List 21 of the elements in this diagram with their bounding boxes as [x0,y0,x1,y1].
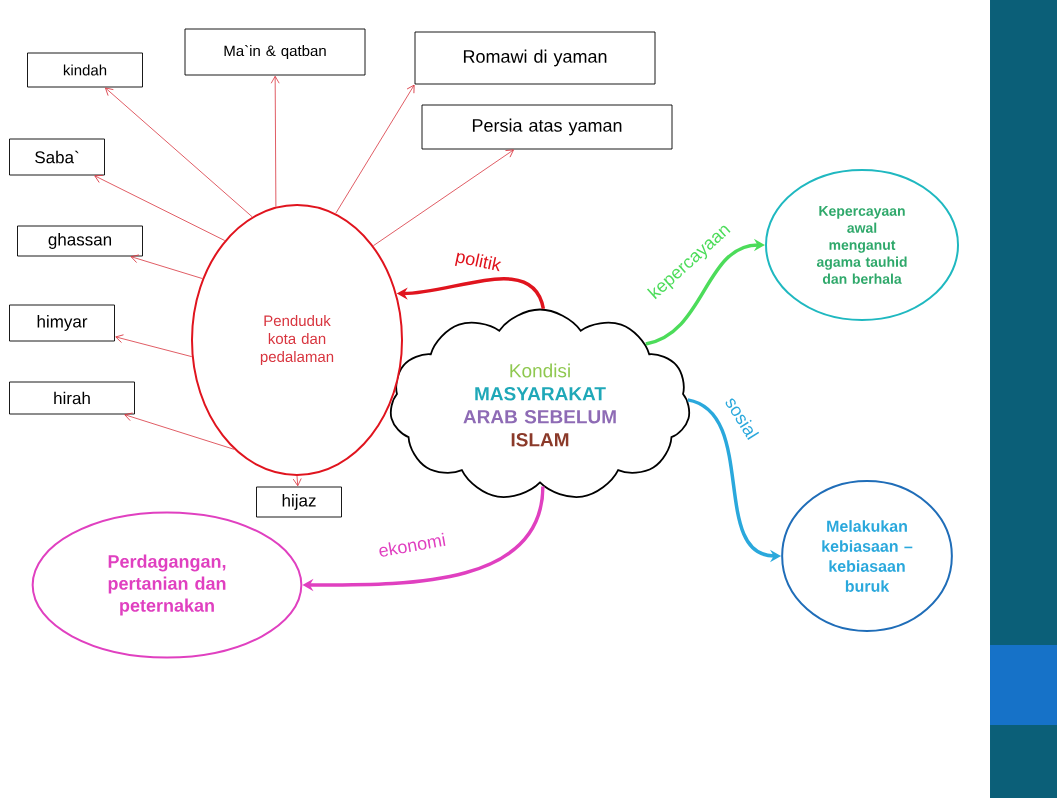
label-box: ghassan [17,225,143,257]
label-box: Persia atas yaman [421,104,673,150]
label-box: hijaz [256,486,342,518]
arrow [105,87,253,218]
label-box: Ma`in & qatban [184,28,366,76]
arrow [270,75,280,208]
arrow [292,475,302,487]
arrow [373,149,514,247]
label-box: Saba` [9,138,105,176]
label-box: himyar [9,304,115,342]
arrow [124,412,235,450]
arrow [94,174,226,241]
label-box: hirah [9,381,135,415]
label-box: kindah [27,52,143,88]
label-box: Romawi di yaman [414,31,656,85]
arrow [130,254,203,279]
arrow [335,84,415,214]
arrow [115,334,193,358]
edge-label: politik [452,247,504,277]
edge-label: ekonomi [376,531,448,559]
central-cloud: Kondisi MASYARAKAT ARAB SEBELUM ISLAM [389,308,691,498]
